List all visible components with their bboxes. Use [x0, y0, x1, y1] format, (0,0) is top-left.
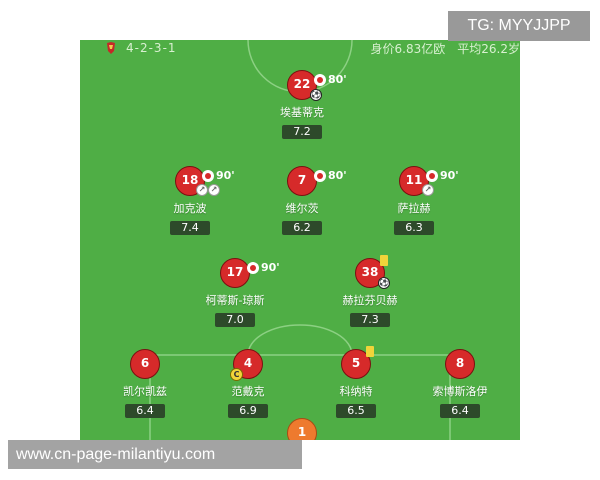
yellow-card-icon	[380, 255, 388, 266]
player-card[interactable]: 7 80' 维尔茨 6.2	[247, 166, 357, 235]
sub-off-icon	[314, 169, 326, 182]
sub-minute: 90'	[440, 169, 459, 182]
jersey: 38 ⚽	[355, 255, 390, 289]
substitution: 80'	[314, 66, 347, 93]
substitution: 90'	[426, 162, 459, 189]
goal-ball-icon: ⚽	[378, 277, 390, 289]
assist-icon: ↗	[196, 184, 208, 196]
jersey: 6	[130, 349, 160, 379]
player-rating: 7.3	[350, 313, 390, 327]
jersey: 7 80'	[287, 166, 347, 196]
player-rating: 7.0	[215, 313, 255, 327]
jersey-number: 17	[226, 265, 244, 279]
sub-minute: 80'	[328, 73, 347, 86]
sub-off-icon	[426, 169, 438, 182]
jersey-number: 18	[181, 173, 199, 187]
jersey-number: 5	[351, 356, 361, 370]
player-name: 索博斯洛伊	[432, 385, 488, 398]
yellow-card-icon	[366, 346, 374, 357]
player-rating: 7.4	[170, 221, 210, 235]
player-rating: 6.3	[394, 221, 434, 235]
team-avg-age: 平均26.2岁	[457, 42, 520, 56]
jersey: 4 C	[230, 349, 263, 381]
player-rating: 6.4	[440, 404, 480, 418]
player-card[interactable]: 5 科纳特 6.5	[301, 346, 411, 418]
club-crest-icon	[107, 42, 115, 54]
player-card[interactable]: 17 90' 柯蒂斯-琼斯 7.0	[180, 258, 290, 327]
sub-minute: 90'	[216, 169, 235, 182]
team-value: 身价6.83亿欧	[370, 42, 446, 56]
substitution: 90'	[247, 254, 280, 281]
player-card[interactable]: 11 90' ↗ 萨拉赫 6.3	[359, 166, 469, 235]
player-name: 赫拉芬贝赫	[342, 294, 398, 307]
sub-off-icon	[314, 73, 326, 86]
captain-badge: C	[230, 368, 243, 381]
jersey: 11 90' ↗	[399, 166, 459, 196]
assist-icon: ↗	[208, 184, 220, 196]
player-rating: 7.2	[282, 125, 322, 139]
jersey-number: 7	[297, 173, 307, 187]
team-stats: 身价6.83亿欧平均26.2岁	[371, 40, 520, 56]
jersey: 18 90' ↗ ↗	[175, 166, 235, 196]
jersey-number: 22	[293, 77, 311, 91]
player-card[interactable]: 18 90' ↗ ↗ 加克波 7.4	[135, 166, 245, 235]
player-card-goalkeeper[interactable]: 1	[247, 418, 357, 440]
jersey: 5	[341, 346, 374, 379]
player-rating: 6.5	[336, 404, 376, 418]
sub-minute: 80'	[328, 169, 347, 182]
jersey-number: 6	[140, 356, 150, 370]
pitch: 4-2-3-1 身价6.83亿欧平均26.2岁 22 80' ⚽ 埃基蒂克 7.…	[80, 40, 520, 440]
jersey: 22 80' ⚽	[287, 70, 347, 101]
player-name: 科纳特	[339, 385, 373, 398]
player-name: 萨拉赫	[397, 202, 431, 215]
player-card[interactable]: 38 ⚽ 赫拉芬贝赫 7.3	[315, 255, 425, 327]
player-name: 埃基蒂克	[280, 106, 324, 119]
sub-off-icon	[247, 261, 259, 274]
substitution: 80'	[314, 162, 347, 189]
jersey-number: 38	[361, 265, 379, 279]
player-rating: 6.9	[228, 404, 268, 418]
watermark-telegram: TG: MYYJJPP	[448, 11, 590, 41]
player-card[interactable]: 8 索博斯洛伊 6.4	[405, 349, 515, 418]
goal-ball-icon: ⚽	[310, 89, 322, 101]
player-name: 柯蒂斯-琼斯	[205, 294, 265, 307]
substitution: 90'	[202, 162, 235, 189]
watermark-url: www.cn-page-milantiyu.com	[8, 440, 302, 469]
formation-label: 4-2-3-1	[126, 41, 177, 55]
assist-icon: ↗	[422, 184, 434, 196]
player-name: 范戴克	[231, 385, 265, 398]
player-rating: 6.4	[125, 404, 165, 418]
jersey: 8	[445, 349, 475, 379]
jersey: 17 90'	[220, 258, 280, 288]
jersey-number: 8	[455, 356, 465, 370]
player-name: 加克波	[173, 202, 207, 215]
jersey-number: 4	[243, 356, 253, 370]
player-card[interactable]: 4 C 范戴克 6.9	[193, 349, 303, 418]
jersey-number: 1	[297, 425, 307, 439]
player-card[interactable]: 6 凯尔凯兹 6.4	[90, 349, 200, 418]
player-card[interactable]: 22 80' ⚽ 埃基蒂克 7.2	[247, 70, 357, 139]
sub-off-icon	[202, 169, 214, 182]
formation-header: 4-2-3-1	[104, 40, 177, 56]
jersey-number: 11	[405, 173, 423, 187]
player-name: 维尔茨	[285, 202, 319, 215]
jersey: 1	[287, 418, 317, 440]
sub-minute: 90'	[261, 261, 280, 274]
player-rating: 6.2	[282, 221, 322, 235]
player-name: 凯尔凯兹	[123, 385, 167, 398]
